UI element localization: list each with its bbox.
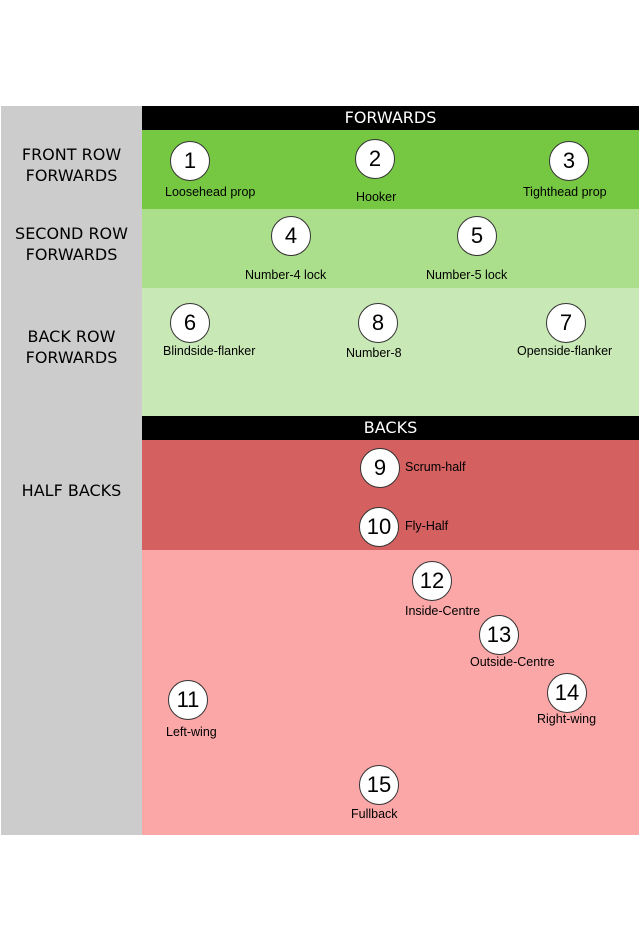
player-position-label: Left-wing (166, 725, 217, 739)
second-row-label: SECOND ROW FORWARDS (15, 224, 128, 264)
player-number-circle: 8 (358, 303, 398, 343)
player-position-label: Number-8 (346, 346, 402, 360)
forwards-header: FORWARDS (142, 106, 639, 130)
back-row-label: BACK ROW FORWARDS (25, 327, 118, 367)
player-position-label: Scrum-half (405, 460, 466, 474)
player-number-circle: 11 (168, 680, 208, 720)
player-position-label: Openside-flanker (517, 344, 613, 358)
player-position-label: Fullback (351, 807, 398, 821)
player-number-circle: 4 (271, 216, 311, 256)
player-position-label: Blindside-flanker (163, 344, 256, 358)
player-number-circle: 5 (457, 216, 497, 256)
player-number-circle: 7 (546, 303, 586, 343)
player-position-label: Loosehead prop (165, 185, 256, 199)
player-number-circle: 9 (360, 448, 400, 488)
player-number-circle: 14 (547, 673, 587, 713)
player-number-circle: 3 (549, 141, 589, 181)
front-row-label: FRONT ROW FORWARDS (21, 145, 122, 185)
backs-header: BACKS (142, 416, 639, 440)
player-position-label: Number-4 lock (245, 268, 327, 282)
player-position-label: Number-5 lock (426, 268, 508, 282)
player-number-circle: 12 (412, 561, 452, 601)
player-number-circle: 1 (170, 141, 210, 181)
row-label-sidebar: FRONT ROW FORWARDS SECOND ROW FORWARDS B… (1, 106, 142, 835)
half-backs-label: HALF BACKS (21, 481, 122, 500)
player-position-label: Hooker (356, 190, 397, 204)
player-position-label: Right-wing (537, 712, 597, 726)
player-number-circle: 2 (355, 139, 395, 179)
player-position-label: Tighthead prop (523, 185, 607, 199)
player-number-circle: 15 (359, 765, 399, 805)
player-number-circle: 13 (479, 615, 519, 655)
player-number-circle: 10 (359, 507, 399, 547)
player-position-label: Outside-Centre (470, 655, 555, 669)
second-row-band (142, 209, 639, 288)
player-number-circle: 6 (170, 303, 210, 343)
player-position-label: Fly-Half (405, 519, 449, 533)
player-position-label: Inside-Centre (405, 604, 481, 618)
